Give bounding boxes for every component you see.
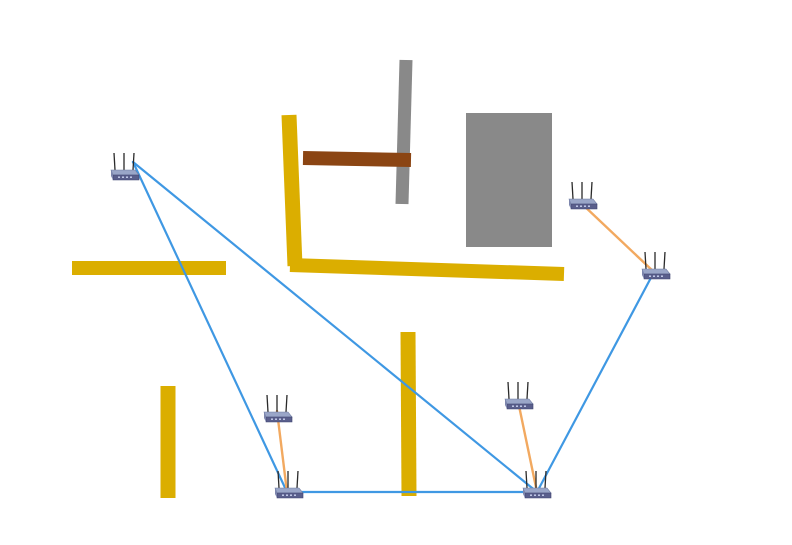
status-light-icon	[118, 176, 120, 178]
status-light-icon	[271, 418, 273, 420]
client-link-router-bottom-right-to-router-mid-right	[516, 399, 539, 494]
client-link-router-right-to-router-upper-right	[579, 201, 656, 274]
antenna-icon	[544, 470, 547, 489]
routers-layer	[110, 152, 671, 499]
status-light-icon	[653, 275, 655, 277]
antenna-icon	[526, 381, 529, 400]
antenna-icon	[525, 470, 528, 489]
status-light-icon	[279, 418, 281, 420]
antenna-icon	[296, 470, 299, 489]
wireless-router-icon[interactable]	[522, 470, 552, 499]
router-side-face	[264, 412, 266, 422]
router-side-face	[275, 488, 277, 498]
status-light-icon	[538, 494, 540, 496]
status-light-icon	[283, 418, 285, 420]
router-top-face	[110, 169, 140, 176]
status-light-icon	[580, 205, 582, 207]
status-light-icon	[584, 205, 586, 207]
wall-center-vertical-top	[281, 114, 303, 267]
antenna-icon	[266, 394, 269, 413]
status-light-icon	[520, 405, 522, 407]
backbone-link-router-bottom-right-to-router-right	[535, 270, 656, 494]
router-top-face	[641, 268, 671, 275]
walls-layer	[72, 59, 565, 498]
wireless-router-icon[interactable]	[568, 181, 598, 210]
wireless-router-icon[interactable]	[274, 470, 304, 499]
status-light-icon	[275, 418, 277, 420]
wireless-router-icon[interactable]	[504, 381, 534, 410]
status-light-icon	[516, 405, 518, 407]
status-light-icon	[512, 405, 514, 407]
router-top-face	[568, 198, 598, 205]
antenna-icon	[663, 251, 666, 270]
wireless-router-icon[interactable]	[263, 394, 293, 423]
status-light-icon	[286, 494, 288, 496]
status-light-icon	[290, 494, 292, 496]
antenna-icon	[277, 470, 280, 489]
wall-gray-vertical	[395, 59, 413, 205]
wall-center-vertical-bottom	[400, 331, 417, 497]
antenna-icon	[132, 152, 135, 171]
antenna-icon	[507, 381, 510, 400]
antenna-icon	[285, 394, 288, 413]
status-light-icon	[534, 494, 536, 496]
status-light-icon	[130, 176, 132, 178]
antenna-icon	[644, 251, 647, 270]
router-side-face	[505, 399, 507, 409]
status-light-icon	[126, 176, 128, 178]
router-top-face	[504, 398, 534, 405]
antenna-icon	[113, 152, 116, 171]
links-layer	[131, 160, 656, 494]
router-side-face	[569, 199, 571, 209]
status-light-icon	[542, 494, 544, 496]
router-top-face	[263, 411, 293, 418]
status-light-icon	[282, 494, 284, 496]
router-side-face	[642, 269, 644, 279]
status-light-icon	[294, 494, 296, 496]
router-top-face	[274, 487, 304, 494]
status-light-icon	[576, 205, 578, 207]
backbone-link-router-top-left-to-router-bottom-right	[131, 160, 539, 494]
wireless-router-icon[interactable]	[110, 152, 140, 181]
router-side-face	[111, 170, 113, 180]
block-gray-room	[466, 113, 552, 247]
antenna-icon	[590, 181, 593, 200]
status-light-icon	[657, 275, 659, 277]
status-light-icon	[122, 176, 124, 178]
antenna-icon	[571, 181, 574, 200]
wall-brown-horizontal	[302, 151, 412, 167]
status-light-icon	[649, 275, 651, 277]
client-link-router-bottom-left-to-router-mid-left	[275, 409, 289, 494]
router-side-face	[523, 488, 525, 498]
wall-center-horizontal	[289, 258, 565, 281]
backbone-link-router-top-left-to-router-bottom-left	[131, 160, 289, 494]
status-light-icon	[524, 405, 526, 407]
status-light-icon	[588, 205, 590, 207]
status-light-icon	[661, 275, 663, 277]
wireless-router-icon[interactable]	[641, 251, 671, 280]
router-top-face	[522, 487, 552, 494]
status-light-icon	[530, 494, 532, 496]
